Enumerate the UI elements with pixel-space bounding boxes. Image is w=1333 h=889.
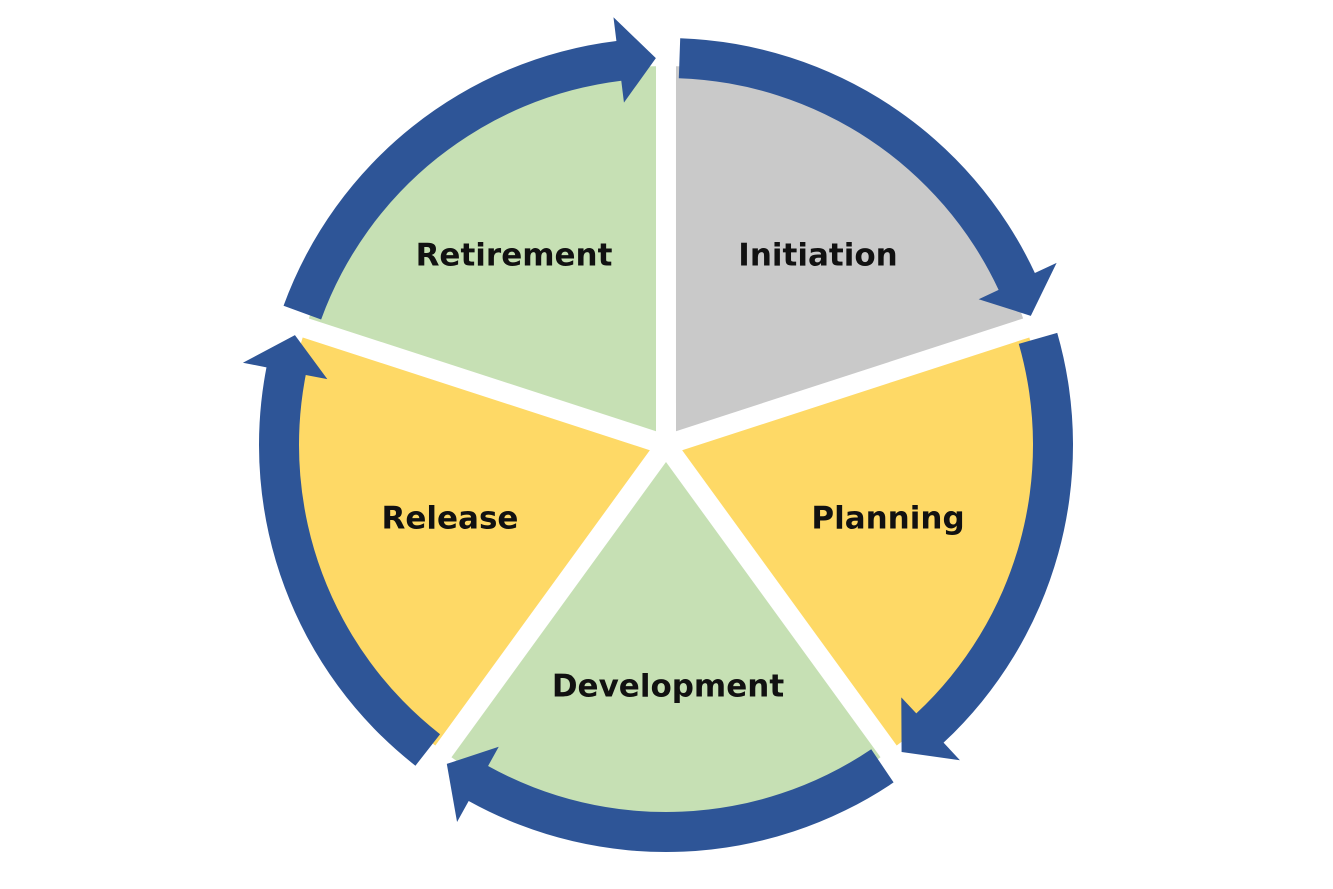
- cycle-arrow-release: [242, 335, 441, 766]
- cycle-arrow-development: [446, 746, 894, 852]
- cycle-arrow-retirement: [283, 17, 656, 320]
- wedge-release: [284, 337, 650, 746]
- cycle-arrow-initiation: [678, 38, 1057, 316]
- stage-label-planning: Planning: [811, 501, 964, 537]
- stage-label-release: Release: [382, 501, 519, 537]
- wedge-retirement: [308, 66, 657, 432]
- stage-label-development: Development: [552, 669, 784, 705]
- wedge-initiation: [675, 66, 1024, 432]
- stage-label-initiation: Initiation: [738, 238, 897, 274]
- stage-label-retirement: Retirement: [416, 238, 613, 274]
- cycle-arrow-planning: [901, 332, 1073, 761]
- wedge-development: [451, 462, 881, 827]
- wedge-planning: [682, 337, 1048, 746]
